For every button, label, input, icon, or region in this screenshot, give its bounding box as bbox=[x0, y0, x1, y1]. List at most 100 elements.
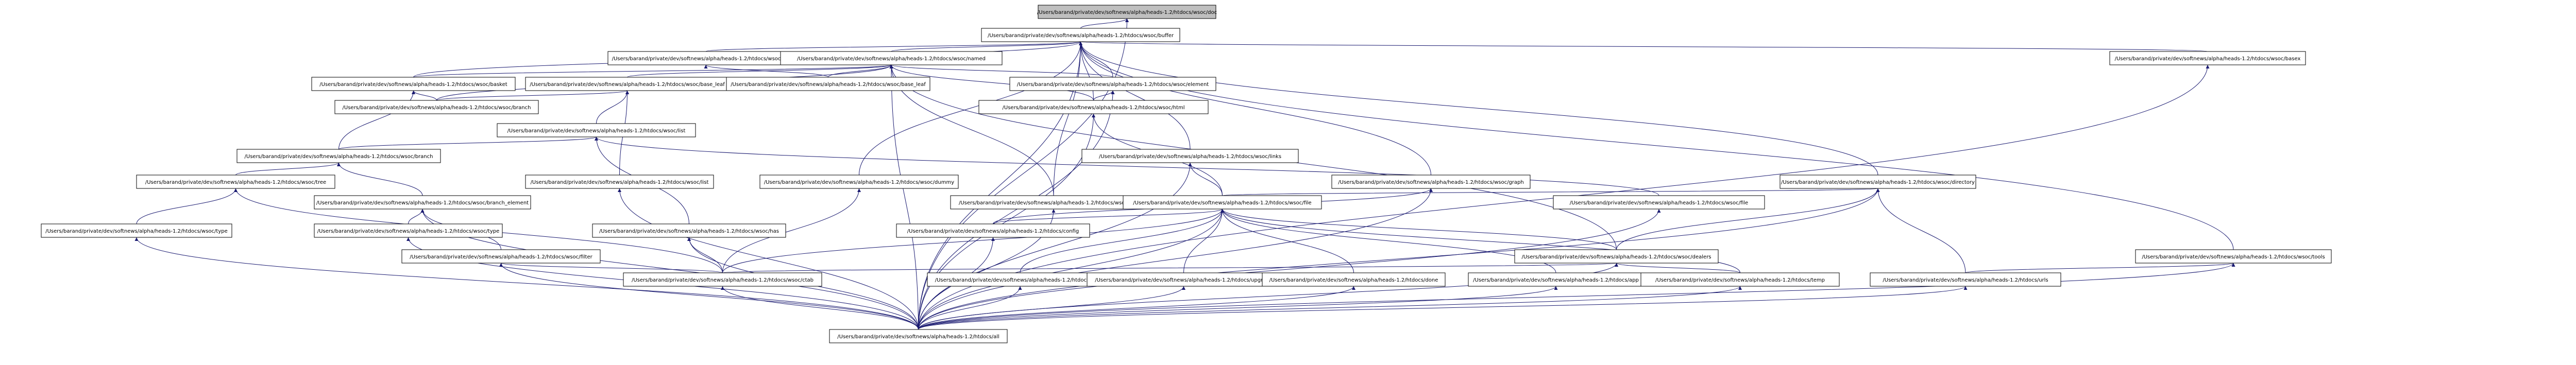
node-box[interactable] bbox=[759, 175, 959, 189]
graph-node[interactable]: /Users/barand/private/dev/softnews/alpha… bbox=[1087, 272, 1281, 287]
node-box[interactable] bbox=[896, 223, 1090, 238]
node-label[interactable]: /Users/barand/private/dev/softnews/alpha… bbox=[731, 82, 926, 88]
node-box[interactable] bbox=[780, 51, 1003, 65]
node-label[interactable]: /Users/barand/private/dev/softnews/alpha… bbox=[2115, 56, 2301, 62]
node-box[interactable] bbox=[1514, 249, 1719, 264]
node-box[interactable] bbox=[41, 223, 232, 238]
node-box[interactable] bbox=[1038, 5, 1216, 19]
graph-node[interactable]: /Users/barand/private/dev/softnews/alpha… bbox=[1870, 272, 2061, 287]
node-label[interactable]: /Users/barand/private/dev/softnews/alpha… bbox=[530, 82, 725, 88]
node-label[interactable]: /Users/barand/private/dev/softnews/alpha… bbox=[632, 277, 814, 283]
graph-node[interactable]: /Users/barand/private/dev/softnews/alpha… bbox=[1514, 249, 1719, 264]
node-label[interactable]: /Users/barand/private/dev/softnews/alpha… bbox=[797, 56, 986, 62]
node-label[interactable]: /Users/barand/private/dev/softnews/alpha… bbox=[45, 229, 228, 234]
node-label[interactable]: /Users/barand/private/dev/softnews/alpha… bbox=[507, 128, 686, 134]
node-box[interactable] bbox=[829, 329, 1008, 343]
node-box[interactable] bbox=[1262, 272, 1446, 287]
node-label[interactable]: /Users/barand/private/dev/softnews/alpha… bbox=[1017, 82, 1209, 88]
graph-node[interactable]: /Users/barand/private/dev/softnews/alpha… bbox=[1009, 77, 1216, 91]
node-label[interactable]: /Users/barand/private/dev/softnews/alpha… bbox=[1338, 180, 1523, 185]
graph-node[interactable]: /Users/barand/private/dev/softnews/alpha… bbox=[2109, 51, 2306, 65]
node-label[interactable]: /Users/barand/private/dev/softnews/alpha… bbox=[343, 105, 531, 111]
graph-node[interactable]: /Users/barand/private/dev/softnews/alpha… bbox=[334, 100, 539, 114]
node-box[interactable] bbox=[311, 77, 516, 91]
graph-node[interactable]: /Users/barand/private/dev/softnews/alpha… bbox=[1081, 149, 1299, 163]
graph-node[interactable]: /Users/barand/private/dev/softnews/alpha… bbox=[41, 223, 232, 238]
graph-node[interactable]: /Users/barand/private/dev/softnews/alpha… bbox=[236, 149, 441, 163]
node-label[interactable]: /Users/barand/private/dev/softnews/alpha… bbox=[988, 33, 1174, 39]
node-box[interactable] bbox=[314, 223, 503, 238]
graph-node[interactable]: /Users/barand/private/dev/softnews/alpha… bbox=[401, 249, 601, 264]
graph-node[interactable]: /Users/barand/private/dev/softnews/alpha… bbox=[2135, 249, 2332, 264]
node-label[interactable]: /Users/barand/private/dev/softnews/alpha… bbox=[410, 254, 592, 260]
node-label[interactable]: /Users/barand/private/dev/softnews/alpha… bbox=[1473, 277, 1639, 283]
node-label[interactable]: /Users/barand/private/dev/softnews/alpha… bbox=[612, 56, 800, 62]
graph-node[interactable]: /Users/barand/private/dev/softnews/alpha… bbox=[311, 77, 516, 91]
node-box[interactable] bbox=[1123, 195, 1322, 210]
graph-node[interactable]: /Users/barand/private/dev/softnews/alpha… bbox=[1553, 195, 1765, 210]
graph-node[interactable]: /Users/barand/private/dev/softnews/alpha… bbox=[759, 175, 959, 189]
node-label[interactable]: /Users/barand/private/dev/softnews/alpha… bbox=[599, 229, 779, 234]
node-box[interactable] bbox=[2109, 51, 2306, 65]
node-label[interactable]: /Users/barand/private/dev/softnews/alpha… bbox=[907, 229, 1079, 234]
node-label[interactable]: /Users/barand/private/dev/softnews/alpha… bbox=[1655, 277, 1825, 283]
node-label[interactable]: /Users/barand/private/dev/softnews/alpha… bbox=[1269, 277, 1438, 283]
node-label[interactable]: /Users/barand/private/dev/softnews/alpha… bbox=[316, 200, 529, 206]
graph-node[interactable]: /Users/barand/private/dev/softnews/alpha… bbox=[136, 175, 335, 189]
node-label[interactable]: /Users/barand/private/dev/softnews/alpha… bbox=[1521, 254, 1711, 260]
node-label[interactable]: /Users/barand/private/dev/softnews/alpha… bbox=[959, 200, 1148, 206]
node-box[interactable] bbox=[1009, 77, 1216, 91]
root-node[interactable]: /Users/barand/private/dev/softnews/alpha… bbox=[1037, 5, 1217, 19]
node-box[interactable] bbox=[726, 77, 930, 91]
node-label[interactable]: /Users/barand/private/dev/softnews/alpha… bbox=[1570, 200, 1748, 206]
node-label[interactable]: /Users/barand/private/dev/softnews/alpha… bbox=[1003, 105, 1185, 111]
node-label[interactable]: /Users/barand/private/dev/softnews/alpha… bbox=[2142, 254, 2325, 260]
graph-node[interactable]: /Users/barand/private/dev/softnews/alpha… bbox=[607, 51, 804, 65]
node-box[interactable] bbox=[525, 77, 730, 91]
node-label[interactable]: /Users/barand/private/dev/softnews/alpha… bbox=[1037, 10, 1217, 15]
node-box[interactable] bbox=[623, 272, 822, 287]
graph-node[interactable]: /Users/barand/private/dev/softnews/alpha… bbox=[950, 195, 1157, 210]
node-label[interactable]: /Users/barand/private/dev/softnews/alpha… bbox=[935, 277, 1106, 283]
node-label[interactable]: /Users/barand/private/dev/softnews/alpha… bbox=[531, 180, 709, 185]
graph-node[interactable]: /Users/barand/private/dev/softnews/alpha… bbox=[1640, 272, 1840, 287]
graph-node[interactable]: /Users/barand/private/dev/softnews/alpha… bbox=[623, 272, 822, 287]
node-box[interactable] bbox=[1780, 175, 1976, 189]
node-box[interactable] bbox=[1553, 195, 1765, 210]
graph-node[interactable]: /Users/barand/private/dev/softnews/alpha… bbox=[525, 175, 714, 189]
node-box[interactable] bbox=[497, 123, 696, 137]
node-label[interactable]: /Users/barand/private/dev/softnews/alpha… bbox=[764, 180, 954, 185]
node-box[interactable] bbox=[978, 100, 1209, 114]
graph-node[interactable]: /Users/barand/private/dev/softnews/alpha… bbox=[497, 123, 696, 137]
node-label[interactable]: /Users/barand/private/dev/softnews/alpha… bbox=[319, 82, 507, 88]
node-box[interactable] bbox=[607, 51, 804, 65]
node-box[interactable] bbox=[592, 223, 786, 238]
node-label[interactable]: /Users/barand/private/dev/softnews/alpha… bbox=[145, 180, 326, 185]
graph-node[interactable]: /Users/barand/private/dev/softnews/alpha… bbox=[1780, 175, 1976, 189]
node-label[interactable]: /Users/barand/private/dev/softnews/alpha… bbox=[1133, 200, 1311, 206]
node-box[interactable] bbox=[981, 28, 1180, 42]
node-box[interactable] bbox=[950, 195, 1157, 210]
graph-node[interactable]: /Users/barand/private/dev/softnews/alpha… bbox=[978, 100, 1209, 114]
node-box[interactable] bbox=[1331, 175, 1531, 189]
graph-node[interactable]: /Users/barand/private/dev/softnews/alpha… bbox=[1468, 272, 1644, 287]
node-box[interactable] bbox=[334, 100, 539, 114]
node-box[interactable] bbox=[236, 149, 441, 163]
graph-node[interactable]: /Users/barand/private/dev/softnews/alpha… bbox=[1262, 272, 1446, 287]
node-label[interactable]: /Users/barand/private/dev/softnews/alpha… bbox=[245, 154, 433, 160]
graph-node[interactable]: /Users/barand/private/dev/softnews/alpha… bbox=[927, 272, 1113, 287]
node-box[interactable] bbox=[2135, 249, 2332, 264]
graph-node[interactable]: /Users/barand/private/dev/softnews/alpha… bbox=[896, 223, 1090, 238]
node-label[interactable]: /Users/barand/private/dev/softnews/alpha… bbox=[837, 334, 999, 340]
node-label[interactable]: /Users/barand/private/dev/softnews/alpha… bbox=[1883, 277, 2048, 283]
node-box[interactable] bbox=[1870, 272, 2061, 287]
graph-node[interactable]: /Users/barand/private/dev/softnews/alpha… bbox=[829, 329, 1008, 343]
graph-node[interactable]: /Users/barand/private/dev/softnews/alpha… bbox=[592, 223, 786, 238]
node-box[interactable] bbox=[401, 249, 601, 264]
node-box[interactable] bbox=[525, 175, 714, 189]
node-box[interactable] bbox=[1468, 272, 1644, 287]
node-box[interactable] bbox=[314, 195, 531, 210]
node-box[interactable] bbox=[1640, 272, 1840, 287]
graph-node[interactable]: /Users/barand/private/dev/softnews/alpha… bbox=[525, 77, 730, 91]
graph-node[interactable]: /Users/barand/private/dev/softnews/alpha… bbox=[1123, 195, 1322, 210]
